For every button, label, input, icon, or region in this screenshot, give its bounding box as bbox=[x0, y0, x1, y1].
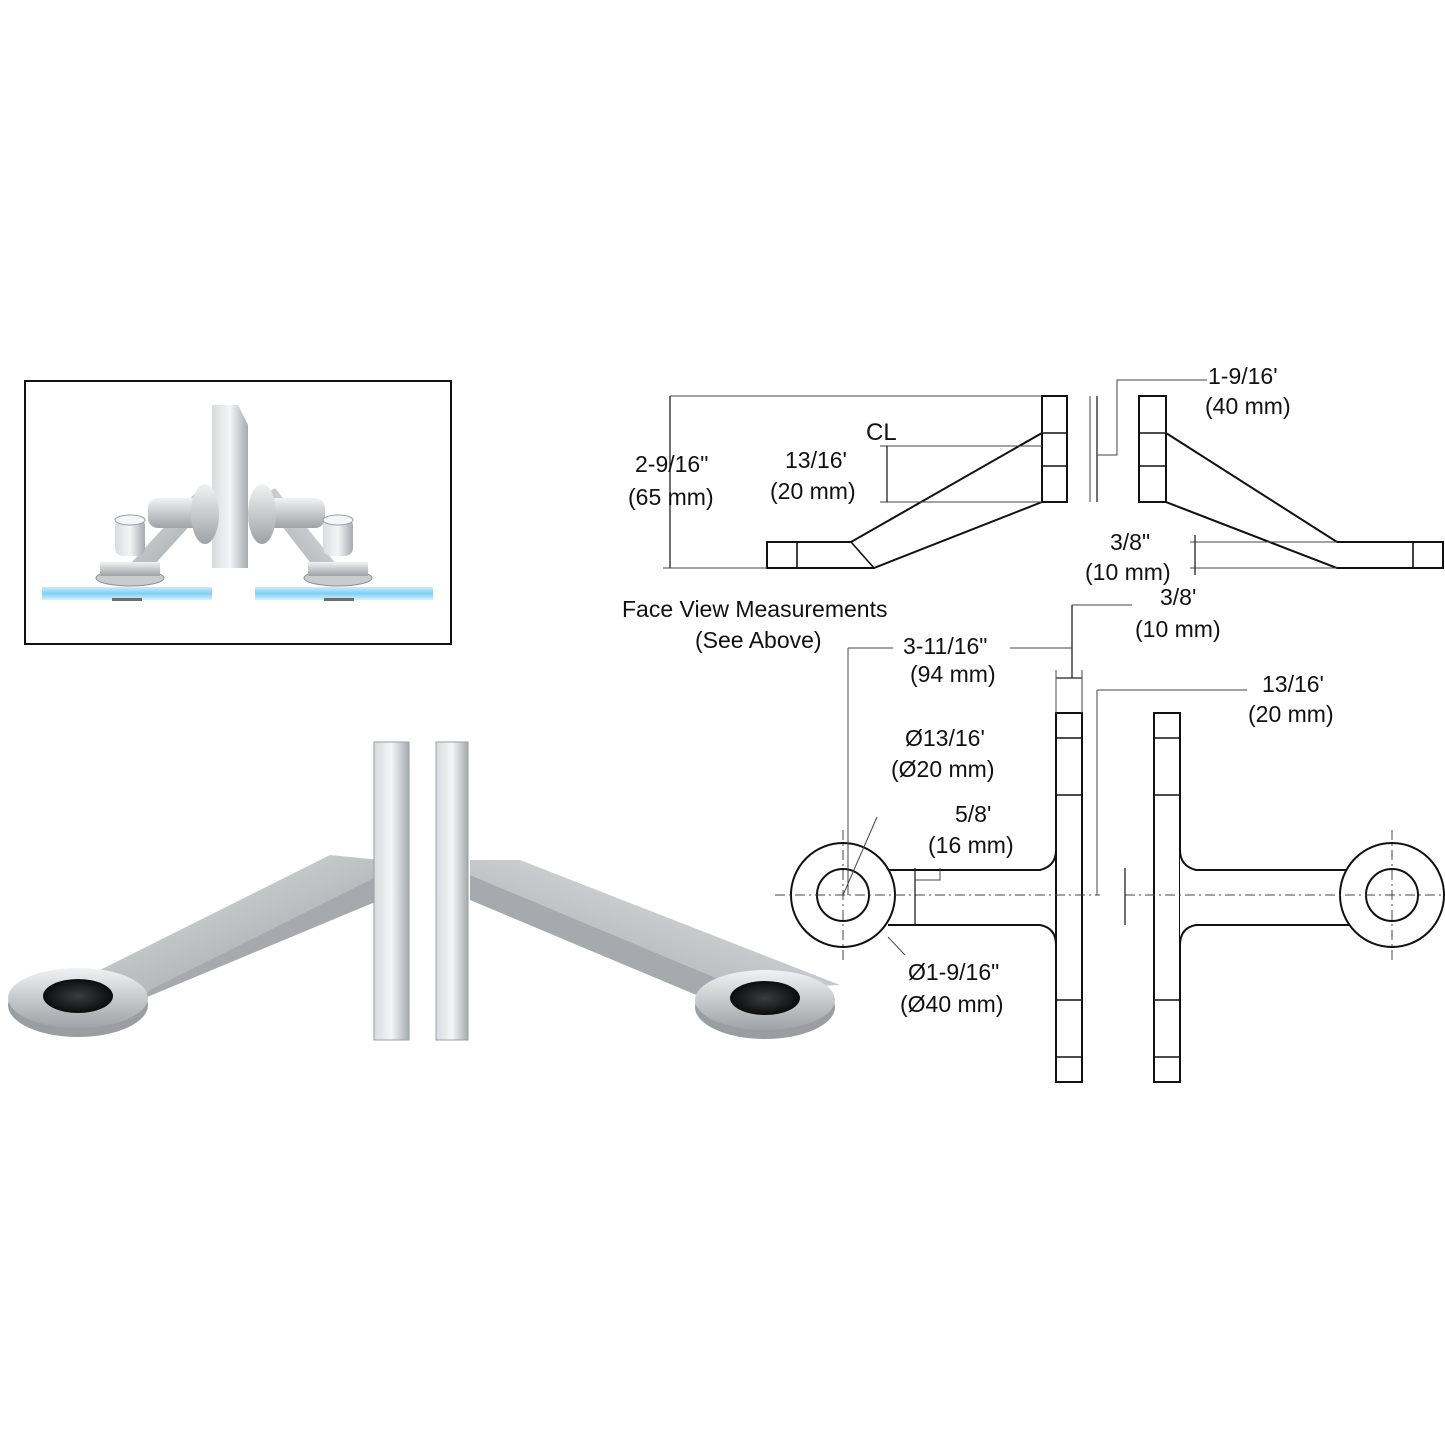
inset-bolt-right bbox=[265, 498, 325, 528]
side-view-right-part bbox=[1138, 395, 1444, 569]
side-dim-d-line2: (10 mm) bbox=[1085, 559, 1171, 585]
face-dim-c-line2: (20 mm) bbox=[1248, 701, 1334, 727]
side-dim-a-line2: (40 mm) bbox=[1205, 393, 1291, 419]
side-dim-b-line2: (65 mm) bbox=[628, 484, 714, 510]
face-view-caption-line2: (See Above) bbox=[695, 627, 822, 653]
photo-arm-left bbox=[60, 855, 380, 995]
side-dim-c-line2: (20 mm) bbox=[770, 478, 856, 504]
face-dim-f-line1: Ø1-9/16" bbox=[908, 959, 999, 985]
face-view-caption-line1: Face View Measurements bbox=[622, 596, 887, 622]
photo-plate-left bbox=[373, 741, 410, 1041]
side-dim-b-line1: 2-9/16" bbox=[635, 451, 708, 477]
side-dim-a-line1: 1-9/16' bbox=[1208, 363, 1278, 389]
spider-fitting-installation-illustration-icon bbox=[42, 405, 433, 601]
side-dim-c-line1: 13/16' bbox=[785, 447, 847, 473]
face-dim-a-line1: 3/8' bbox=[1160, 584, 1196, 610]
inset-hub-right bbox=[248, 484, 276, 544]
photo-plate-right bbox=[435, 741, 469, 1041]
centerline-symbol: CL bbox=[866, 419, 897, 446]
inset-hub-left bbox=[191, 484, 219, 544]
photo-hole-left bbox=[43, 979, 113, 1013]
glass-panel-right bbox=[255, 587, 433, 600]
photo-hole-right bbox=[730, 981, 800, 1015]
inset-routel-right bbox=[323, 518, 353, 556]
face-view-right-part bbox=[1153, 712, 1445, 1083]
face-dim-a-line2: (10 mm) bbox=[1135, 616, 1221, 642]
inset-central-plate bbox=[212, 405, 248, 568]
face-dim-f-line2: (Ø40 mm) bbox=[900, 991, 1004, 1017]
face-dim-e-line1: 5/8' bbox=[955, 801, 991, 827]
svg-text:CL: CL bbox=[866, 419, 897, 446]
face-dim-c-line1: 13/16' bbox=[1262, 671, 1324, 697]
face-dim-d-line2: (Ø20 mm) bbox=[891, 756, 995, 782]
installation-inset bbox=[24, 380, 452, 645]
spider-fitting-photo-icon bbox=[8, 741, 840, 1041]
glass-panel-left bbox=[42, 587, 212, 600]
face-view-drawing: Face View Measurements (See Above) bbox=[622, 584, 1445, 1083]
face-dim-b-line2: (94 mm) bbox=[910, 661, 996, 687]
photo-arm-right bbox=[470, 860, 840, 990]
side-dim-d-line1: 3/8" bbox=[1110, 529, 1150, 555]
side-view-drawing: 1-9/16' (40 mm) 2-9/16" (65 mm) 13/16' (… bbox=[628, 363, 1444, 585]
inset-routel-left bbox=[115, 518, 145, 556]
face-dim-b-line1: 3-11/16" bbox=[903, 633, 987, 659]
face-dim-d-line1: Ø13/16' bbox=[905, 725, 985, 751]
face-dim-e-line2: (16 mm) bbox=[928, 832, 1014, 858]
